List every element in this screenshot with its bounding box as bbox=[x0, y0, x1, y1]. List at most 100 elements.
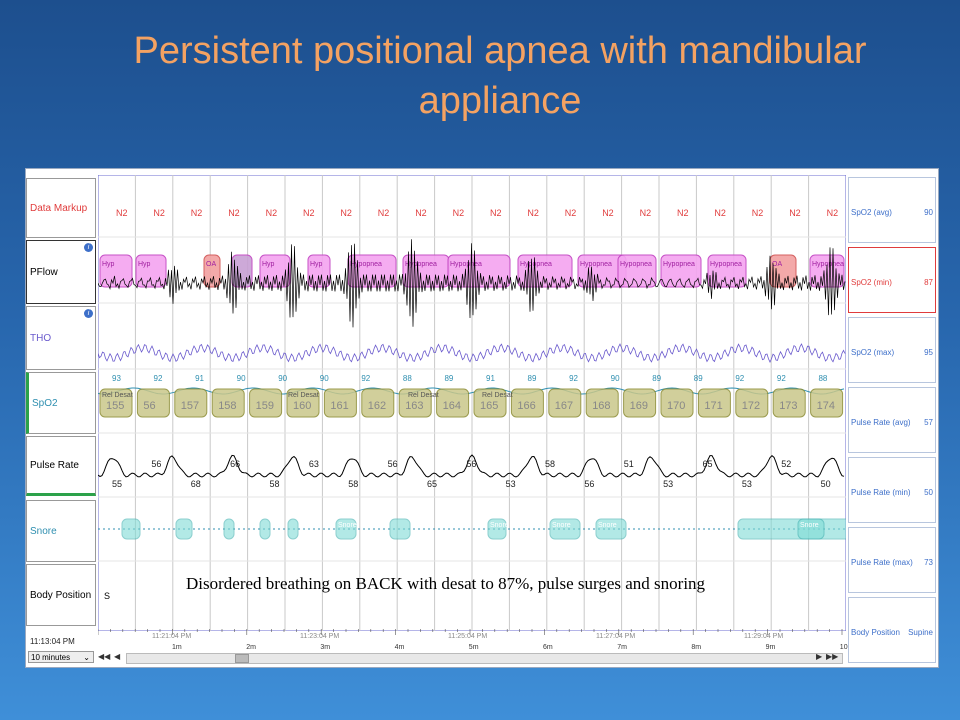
spo2-event-number: 172 bbox=[742, 400, 760, 412]
sleep-stage-label: N2 bbox=[415, 208, 427, 218]
stat-value: 90 bbox=[924, 208, 933, 217]
rel-desat-label: Rel Desat bbox=[482, 392, 513, 399]
stat-name: Body Position bbox=[851, 628, 900, 637]
channel-label-pflow[interactable]: PFlow i bbox=[26, 240, 96, 304]
spo2-event-box bbox=[398, 388, 432, 418]
channel-label-text: PFlow bbox=[30, 266, 58, 278]
prev-page-icon[interactable]: ◀ bbox=[114, 652, 121, 661]
stat-value: 87 bbox=[924, 278, 933, 287]
stat-value: 57 bbox=[924, 418, 933, 427]
spo2-event-box bbox=[772, 388, 806, 418]
event-label: Hypopnea bbox=[812, 261, 844, 268]
channel-label-text: THO bbox=[30, 332, 52, 344]
sleep-stage-label: N2 bbox=[752, 208, 764, 218]
chevron-down-icon: ⌄ bbox=[83, 653, 90, 662]
spo2-event-box bbox=[211, 388, 245, 418]
spo2-peak-value: 88 bbox=[403, 374, 412, 383]
sleep-stage-label: N2 bbox=[191, 208, 203, 218]
spo2-event-number: 164 bbox=[443, 400, 461, 412]
stat-name: Pulse Rate (avg) bbox=[851, 418, 911, 427]
sleep-stage-label: N2 bbox=[116, 208, 128, 218]
stat-value: Supine bbox=[908, 628, 933, 637]
first-page-icon[interactable]: ◀◀ bbox=[98, 652, 111, 661]
spo2-peak-value: 91 bbox=[486, 374, 495, 383]
spo2-event-box bbox=[735, 388, 769, 418]
pulse-value: 53 bbox=[742, 479, 752, 489]
spo2-peak-value: 88 bbox=[818, 374, 827, 383]
event-label: Hyp bbox=[262, 261, 275, 268]
sleep-stage-label: N2 bbox=[303, 208, 315, 218]
stat-panel: SpO2 (min)87 bbox=[848, 247, 936, 313]
pulse-value: 56 bbox=[584, 479, 594, 489]
minute-label: 8m bbox=[691, 644, 701, 651]
channel-label-spo2[interactable]: SpO2 bbox=[26, 372, 96, 434]
stat-name: SpO2 (avg) bbox=[851, 208, 892, 217]
spo2-event-number: 173 bbox=[779, 400, 797, 412]
next-page-icon[interactable]: ▶ bbox=[816, 652, 823, 661]
snore-event-box bbox=[549, 518, 581, 540]
stat-panel: SpO2 (avg) 90 bbox=[848, 177, 936, 243]
snore-event-box bbox=[737, 518, 846, 540]
spo2-peak-value: 91 bbox=[195, 374, 204, 383]
sleep-stage-label: N2 bbox=[266, 208, 278, 218]
channel-label-text: Snore bbox=[30, 525, 57, 537]
channel-label-body-position[interactable]: Body Position bbox=[26, 564, 96, 626]
spo2-event-number: 161 bbox=[330, 400, 348, 412]
spo2-peak-value: 89 bbox=[694, 374, 703, 383]
spo2-event-box bbox=[623, 388, 657, 418]
last-page-icon[interactable]: ▶▶ bbox=[826, 652, 839, 661]
channel-label-tho[interactable]: THO i bbox=[26, 306, 96, 370]
sleep-study-viewer: Data Markup PFlow i THO i SpO2 Pulse Rat… bbox=[25, 168, 939, 668]
clock-label: 11:21:04 PM bbox=[152, 633, 191, 640]
stat-value: 73 bbox=[924, 558, 933, 567]
event-label: OA bbox=[206, 261, 216, 268]
event-box bbox=[203, 254, 221, 288]
info-icon[interactable]: i bbox=[84, 243, 93, 252]
info-icon[interactable]: i bbox=[84, 309, 93, 318]
pulse-value: 56 bbox=[151, 459, 161, 469]
spo2-event-box bbox=[323, 388, 357, 418]
stat-panel: Pulse Rate (min)50 bbox=[848, 457, 936, 523]
snore-event-box bbox=[175, 518, 193, 540]
spo2-event-number: 166 bbox=[517, 400, 535, 412]
spo2-event-box bbox=[697, 388, 731, 418]
sleep-stage-label: N2 bbox=[640, 208, 652, 218]
event-label: Hyp bbox=[102, 261, 115, 268]
spo2-event-number: 171 bbox=[704, 400, 722, 412]
pulse-trace bbox=[98, 454, 845, 478]
scrollbar-thumb[interactable] bbox=[235, 654, 249, 663]
event-label: Hypopnea bbox=[663, 261, 695, 268]
channel-label-text: Pulse Rate bbox=[30, 459, 79, 471]
event-box bbox=[447, 254, 511, 288]
slide-title: Persistent positional apnea with mandibu… bbox=[133, 30, 867, 122]
spo2-event-number: 168 bbox=[592, 400, 610, 412]
minute-label: 3m bbox=[320, 644, 330, 651]
spo2-event-box bbox=[548, 388, 582, 418]
spo2-event-box bbox=[660, 388, 694, 418]
sleep-stage-label: N2 bbox=[490, 208, 502, 218]
stat-name: SpO2 (max) bbox=[851, 348, 895, 357]
stat-name: Pulse Rate (min) bbox=[851, 488, 911, 497]
stat-name: Pulse Rate (max) bbox=[851, 558, 913, 567]
rel-desat-label: Rel Desat bbox=[288, 392, 319, 399]
event-label: Hypopnea bbox=[350, 261, 382, 268]
snore-event-box bbox=[335, 518, 357, 540]
time-scrollbar[interactable] bbox=[126, 653, 843, 664]
spo2-event-number: 174 bbox=[817, 400, 835, 412]
pulse-value: 50 bbox=[821, 479, 831, 489]
snore-event-label: Snore bbox=[598, 522, 617, 529]
window-select-value: 10 minutes bbox=[31, 653, 71, 662]
spo2-event-number: 162 bbox=[368, 400, 386, 412]
sleep-stage-label: N2 bbox=[153, 208, 165, 218]
sleep-stage-label: N2 bbox=[527, 208, 539, 218]
channel-label-snore[interactable]: Snore bbox=[26, 500, 96, 562]
channel-label-pulse-rate[interactable]: Pulse Rate bbox=[26, 436, 96, 496]
window-select[interactable]: 10 minutes ⌄ bbox=[28, 651, 94, 663]
spo2-event-number: 158 bbox=[218, 400, 236, 412]
event-label: Hypopnea bbox=[520, 261, 552, 268]
stat-panel: Pulse Rate (avg) 57 bbox=[848, 387, 936, 453]
spo2-event-box bbox=[436, 388, 470, 418]
clock-label: 11:25:04 PM bbox=[448, 633, 487, 640]
channel-label-data-markup[interactable]: Data Markup bbox=[26, 178, 96, 238]
